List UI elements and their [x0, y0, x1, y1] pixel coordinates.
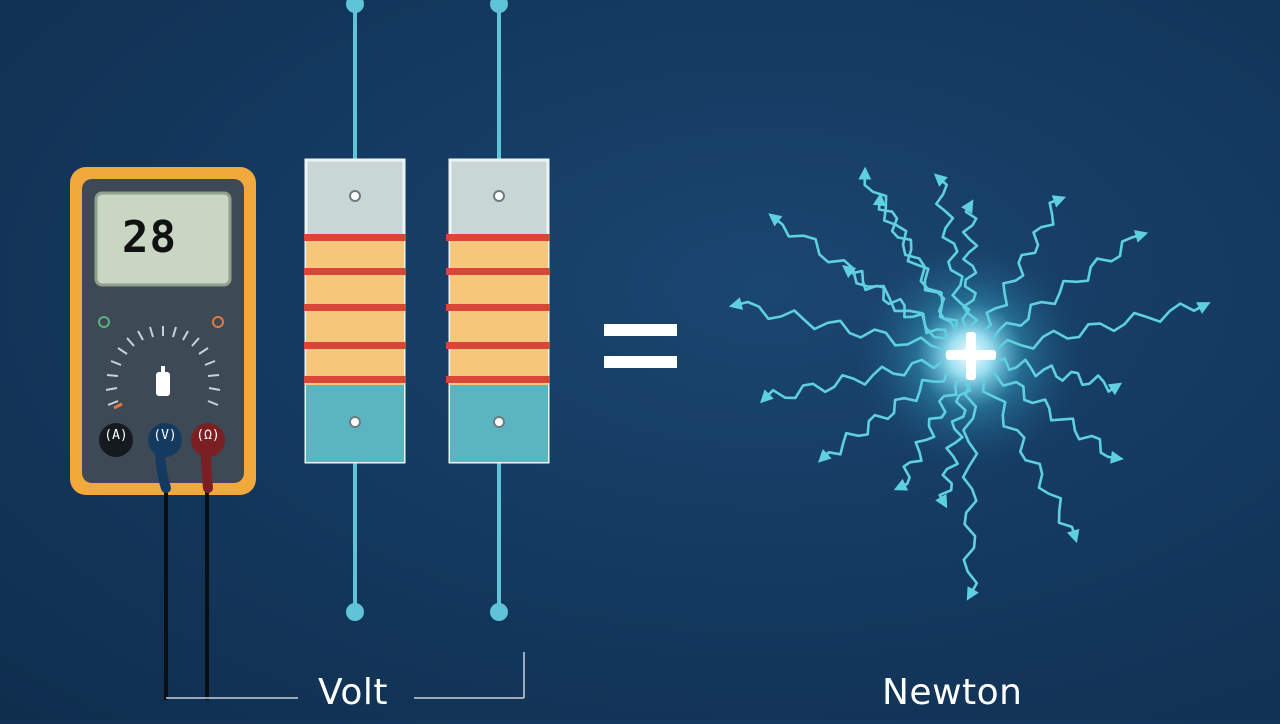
meter-indicator-right: [212, 316, 224, 328]
port-ohm: [191, 423, 225, 457]
volt-label: Volt: [318, 672, 388, 713]
probe-plug-red: [201, 441, 213, 493]
field-arrow-icon: [893, 379, 959, 491]
meter-lcd: [94, 191, 232, 287]
equals-sign-icon: [604, 324, 677, 368]
port-label-ohm: (Ω): [196, 428, 220, 443]
newton-label: Newton: [882, 672, 1023, 713]
volt-bracket: [166, 652, 525, 699]
field-lines: [728, 166, 1211, 601]
meter-reading: 28: [122, 212, 177, 263]
field-arrow-icon: [817, 370, 949, 463]
port-com: [99, 423, 133, 457]
port-label-a: (A): [104, 428, 128, 443]
field-arrow-icon: [935, 381, 972, 509]
probe-plug-blue: [155, 441, 171, 493]
electric-field: [728, 166, 1211, 601]
field-arrow-icon: [961, 382, 979, 601]
multimeter-icon: [70, 167, 256, 700]
field-arrow-icon: [768, 213, 948, 341]
field-arrow-icon: [996, 302, 1211, 351]
meter-knob: [156, 366, 170, 396]
field-arrow-icon: [983, 195, 1067, 332]
field-arrow-icon: [872, 192, 959, 331]
field-arrow-icon: [981, 379, 1080, 544]
field-arrow-icon: [997, 357, 1123, 396]
port-label-v: (V): [153, 428, 177, 443]
field-arrow-icon: [858, 166, 958, 332]
meter-dial-red-mark: [113, 402, 123, 410]
field-arrow-icon: [728, 297, 943, 351]
resistor-icon: [446, 0, 550, 621]
meter-dial: [105, 326, 221, 406]
meter-indicator-left: [98, 316, 110, 328]
positive-charge-icon: [946, 332, 996, 380]
resistor-icon: [304, 0, 406, 621]
field-arrow-icon: [760, 358, 944, 404]
field-arrow-icon: [991, 370, 1124, 464]
field-arrow-icon: [991, 230, 1149, 340]
field-arrow-icon: [842, 264, 949, 340]
field-arrow-icon: [933, 173, 971, 328]
